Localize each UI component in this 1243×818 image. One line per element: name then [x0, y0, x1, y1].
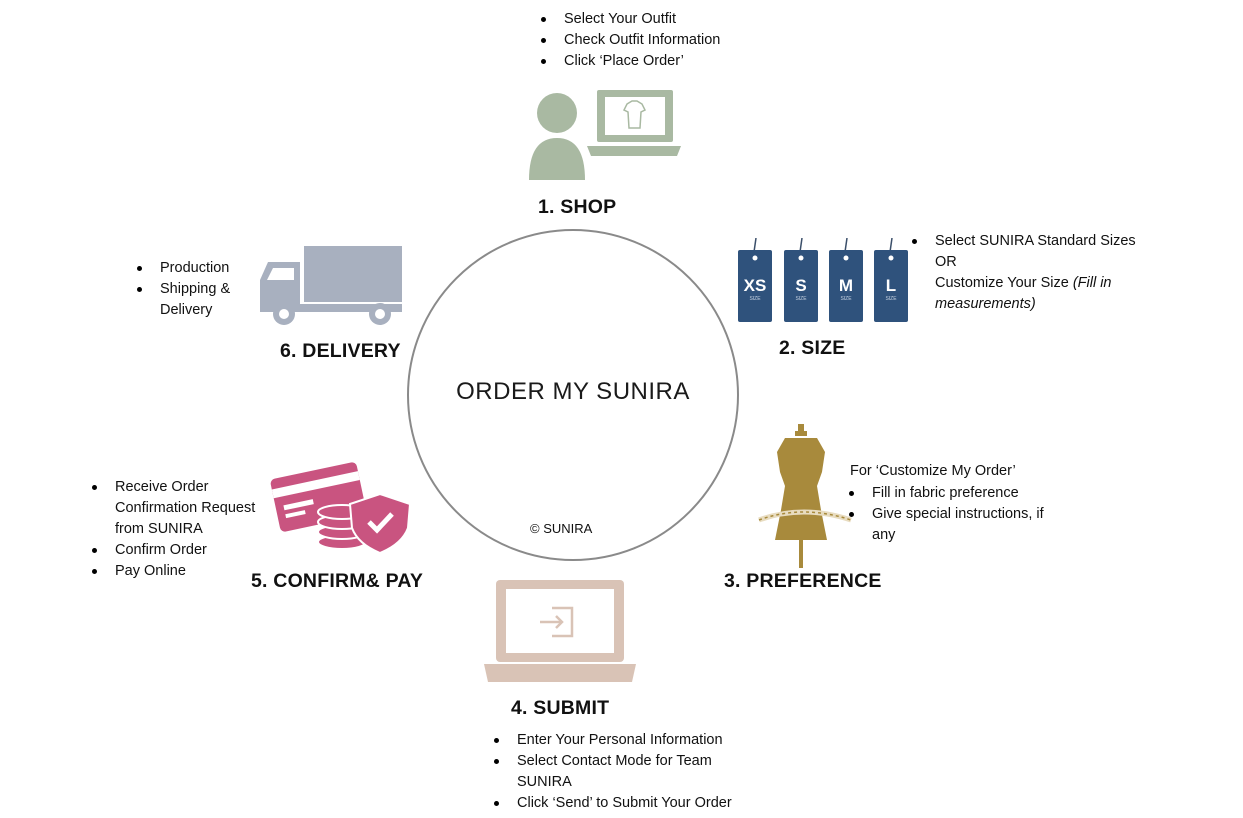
- delivery-bullet: Shipping & Delivery: [134, 279, 264, 321]
- size-tag-label: M: [839, 276, 853, 295]
- preference-bullet: Give special instructions, if any: [846, 504, 1061, 546]
- confirm-bullet: Receive Order Confirmation Request from …: [89, 477, 279, 540]
- credit-card-shield-icon: [270, 462, 412, 555]
- step-title-shop: 1. SHOP: [538, 196, 617, 218]
- delivery-bullet: Production: [134, 258, 264, 279]
- size-tag-sub: SIZE: [885, 296, 897, 302]
- delivery-truck-icon: [260, 246, 402, 325]
- submit-bullet: Enter Your Personal Information: [491, 730, 761, 751]
- step-title-size: 2. SIZE: [779, 337, 846, 359]
- size-bullet: Select SUNIRA Standard Sizes: [909, 231, 1136, 252]
- shop-bullets: Select Your Outfit Check Outfit Informat…: [538, 9, 720, 72]
- step-title-delivery: 6. DELIVERY: [280, 340, 401, 362]
- preference-bullets: Fill in fabric preference Give special i…: [846, 483, 1061, 546]
- size-tag-sub: SIZE: [840, 296, 852, 302]
- size-customize-note: (Fill in: [1072, 275, 1112, 291]
- preference-intro: For ‘Customize My Order’: [850, 463, 1016, 479]
- submit-bullet: Select Contact Mode for Team SUNIRA: [491, 751, 761, 793]
- size-tag-label: XS: [744, 276, 767, 295]
- shop-bullet: Select Your Outfit: [538, 9, 720, 30]
- size-tag-label: L: [886, 276, 896, 295]
- delivery-bullets: Production Shipping & Delivery: [134, 258, 264, 321]
- confirm-bullet: Pay Online: [89, 561, 279, 582]
- confirm-bullet: Confirm Order: [89, 540, 279, 561]
- size-customize-label: Customize Your Size: [935, 275, 1069, 291]
- size-tag-sub: SIZE: [795, 296, 807, 302]
- size-tag-label: S: [795, 276, 806, 295]
- size-or-text: OR: [935, 254, 957, 270]
- shop-bullet: Check Outfit Information: [538, 30, 720, 51]
- dress-form-icon: [758, 424, 852, 568]
- step-title-confirm: 5. CONFIRM& PAY: [251, 570, 424, 592]
- size-tag-sub: SIZE: [749, 296, 761, 302]
- preference-bullet: Fill in fabric preference: [846, 483, 1061, 504]
- submit-bullets: Enter Your Personal Information Select C…: [491, 730, 761, 814]
- size-tags-icon: XS S M L SIZE SIZE SIZE SIZE: [738, 238, 908, 322]
- size-bullets: Select SUNIRA Standard Sizes: [909, 231, 1136, 252]
- shop-bullet: Click ‘Place Order’: [538, 51, 720, 72]
- submit-bullet: Click ‘Send’ to Submit Your Order: [491, 793, 761, 814]
- size-customize-text: Customize Your Size (Fill in measurement…: [935, 273, 1175, 315]
- copyright-text: © SUNIRA: [530, 521, 593, 536]
- confirm-bullets: Receive Order Confirmation Request from …: [89, 477, 279, 582]
- size-customize-note: measurements): [935, 296, 1036, 312]
- center-circle: [407, 229, 739, 561]
- center-title: ORDER MY SUNIRA: [456, 378, 690, 405]
- laptop-login-icon: [484, 580, 636, 682]
- step-title-preference: 3. PREFERENCE: [724, 570, 882, 592]
- user-computer-icon: [529, 90, 681, 180]
- step-title-submit: 4. SUBMIT: [511, 697, 610, 719]
